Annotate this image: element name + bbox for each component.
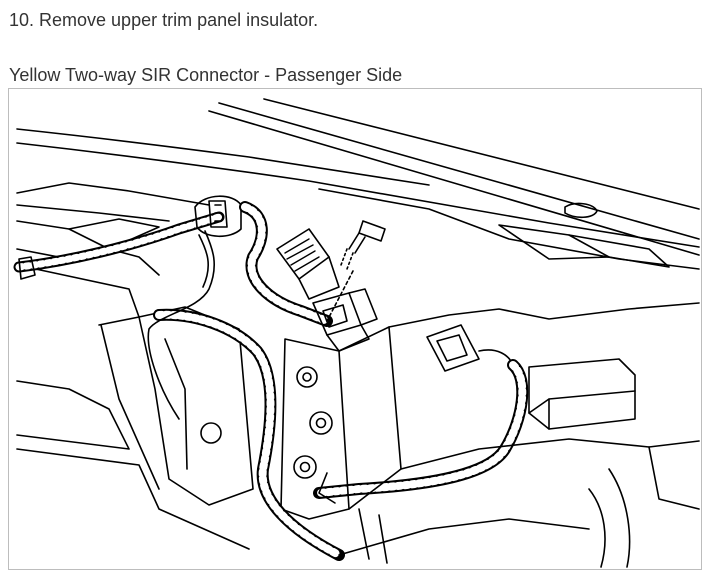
- bracket-label: [276, 228, 340, 300]
- left-harness: [13, 211, 225, 280]
- dash-top-panel: [16, 182, 700, 326]
- step-instruction: 10. Remove upper trim panel insulator.: [9, 10, 319, 30]
- right-panel-box: [388, 302, 700, 568]
- lower-dash-lines: [16, 380, 590, 564]
- lower-left-harness: [153, 308, 345, 561]
- harness-clip: [194, 195, 242, 238]
- push-pin-fastener: [326, 220, 386, 322]
- figure-frame: [8, 88, 702, 570]
- windshield-lines: [16, 98, 700, 256]
- sir-connector-main: [312, 288, 378, 352]
- thin-wire: [147, 230, 216, 420]
- sir-connector-right: [313, 324, 529, 504]
- main-harness: [239, 201, 333, 327]
- left-support: [100, 306, 254, 506]
- figure-caption: Yellow Two-way SIR Connector - Passenger…: [9, 65, 403, 85]
- connector-illustration: [13, 98, 700, 568]
- mounting-plate: [280, 326, 402, 520]
